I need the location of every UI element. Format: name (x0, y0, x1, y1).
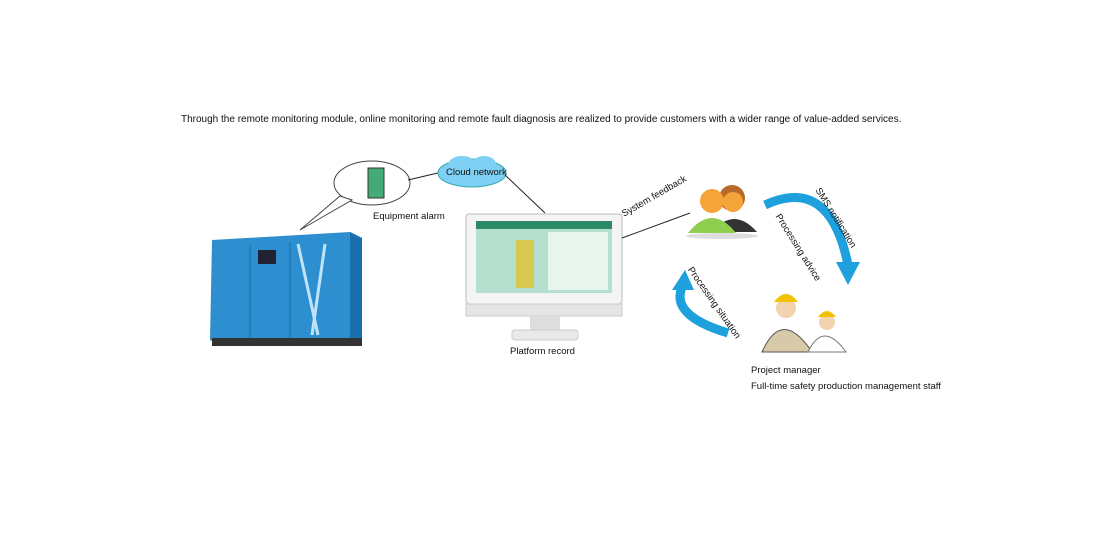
project-manager-label: Project manager (751, 365, 821, 376)
air-compressor-image (210, 232, 362, 346)
platform-record-label: Platform record (510, 346, 575, 357)
monitor-image (465, 213, 623, 341)
workers-image (761, 294, 847, 353)
equipment-alarm-label: Equipment alarm (373, 211, 445, 222)
cloud-network-label: Cloud network (446, 167, 507, 178)
intro-text: Through the remote monitoring module, on… (181, 114, 902, 125)
users-icon (686, 185, 758, 239)
safety-staff-label: Full-time safety production management s… (751, 381, 941, 392)
cloud-icon (437, 156, 507, 188)
cycle-arrows (675, 193, 853, 338)
alarm-bubble (299, 160, 411, 231)
